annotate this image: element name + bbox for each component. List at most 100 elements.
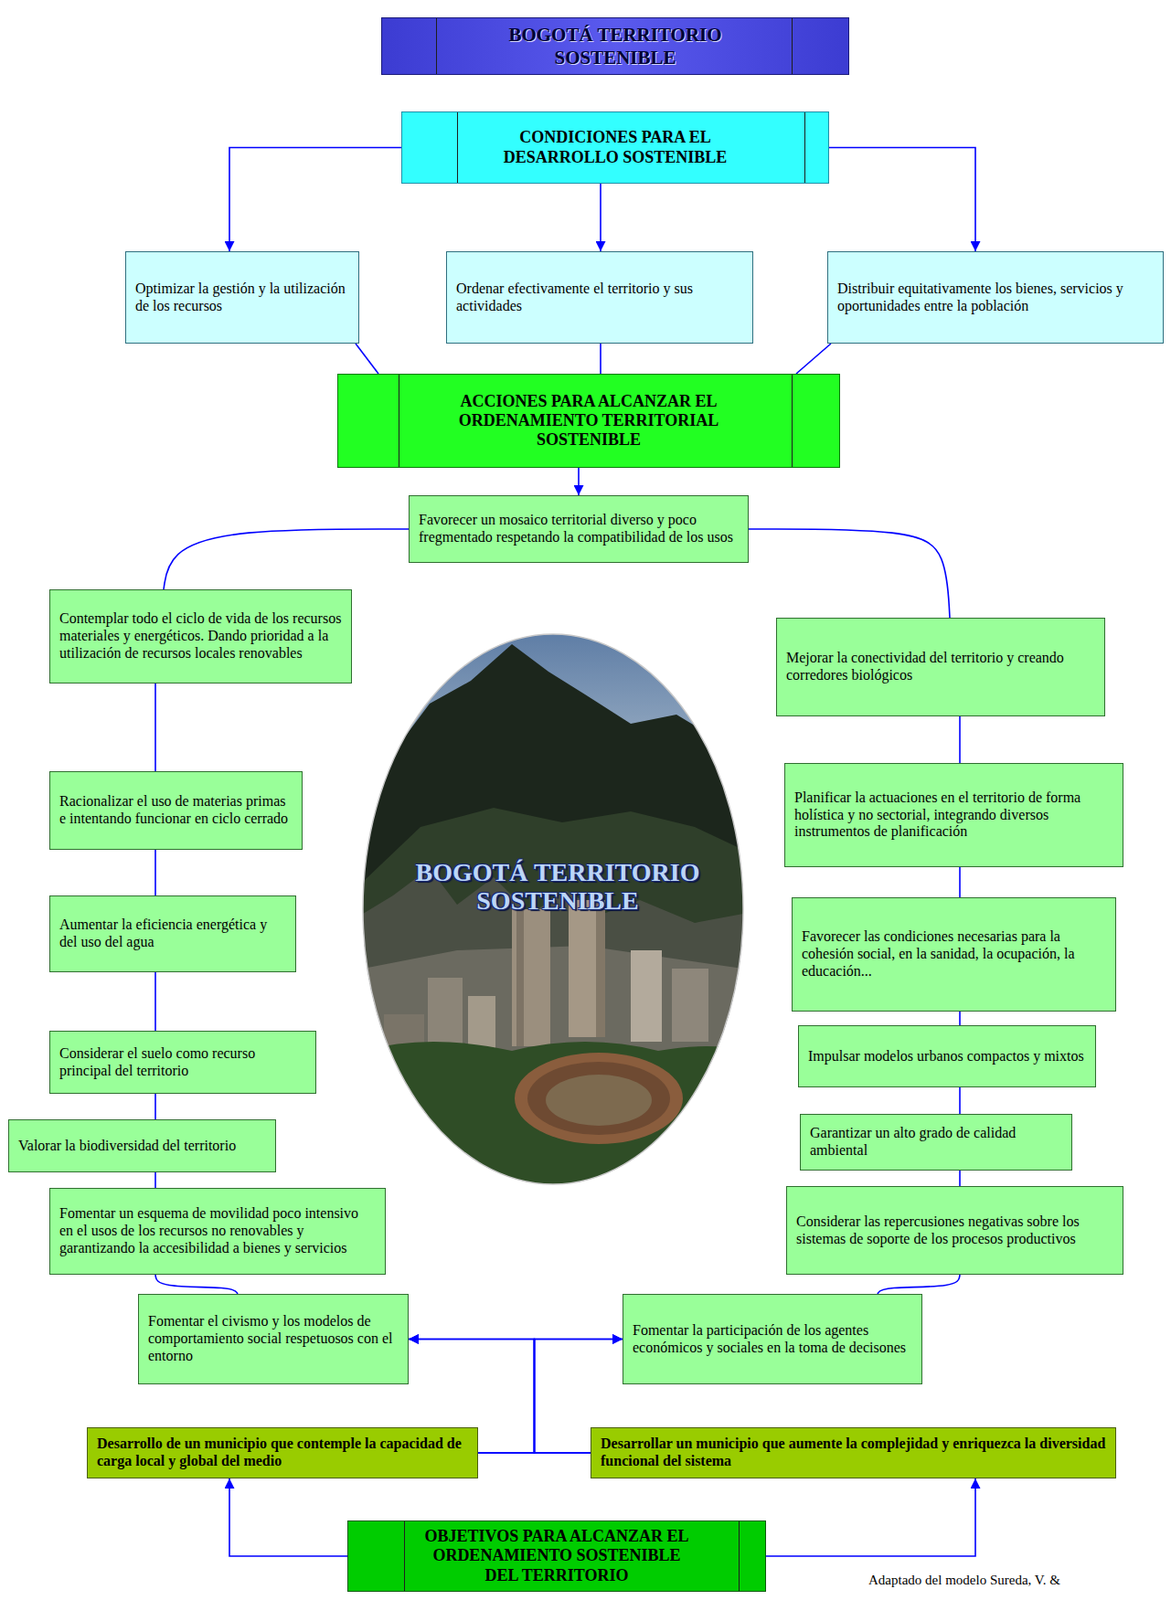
connector	[154, 1172, 157, 1189]
action-box: Impulsar modelos urbanos compactos y mix…	[798, 1025, 1097, 1088]
box-text: Fomentar la participación de los agentes…	[632, 1322, 913, 1358]
connector	[599, 343, 602, 374]
header-rule	[804, 112, 806, 183]
action-box: Considerar el suelo como recurso princip…	[49, 1031, 317, 1095]
box-text: Impulsar modelos urbanos compactos y mix…	[808, 1048, 1086, 1066]
box-text: Ordenar efectivamente el territorio y su…	[456, 280, 744, 316]
connector	[829, 148, 976, 253]
box-text: Considerar el suelo como recurso princip…	[59, 1045, 307, 1081]
source-note: Adaptado del modelo Sureda, V. &	[868, 1573, 1161, 1590]
connector	[577, 468, 580, 496]
label-text: Adaptado del modelo Sureda, V. &	[868, 1573, 1161, 1590]
action-box: Garantizar un alto grado de calidad ambi…	[799, 1114, 1073, 1171]
header-rule	[398, 374, 400, 468]
connector	[163, 529, 409, 590]
action-box: Valorar la biodiversidad del territorio	[8, 1119, 277, 1173]
action-box: Mejorar la conectividad del territorio y…	[776, 617, 1106, 717]
hill-houses	[362, 868, 744, 1185]
connector	[877, 1275, 960, 1295]
action-header: ACCIONES PARA ALCANZAR EL ORDENAMIENTO T…	[337, 373, 841, 469]
box-text: Racionalizar el uso de materias primas e…	[59, 793, 293, 829]
connector	[229, 1479, 348, 1557]
label-text: BOGOTÁ TERRITORIO SOSTENIBLE	[406, 859, 709, 916]
condition-box: Ordenar efectivamente el territorio y su…	[446, 251, 754, 344]
photo-scene	[362, 634, 744, 1185]
connector	[958, 1171, 961, 1187]
connector	[154, 1094, 157, 1120]
action-box: Favorecer un mosaico territorial diverso…	[408, 495, 749, 564]
action-box: Racionalizar el uso de materias primas e…	[49, 771, 303, 851]
box-text: Distribuir equitativamente los bienes, s…	[837, 280, 1154, 316]
box-text: Favorecer un mosaico territorial diverso…	[418, 511, 739, 547]
photo-frame	[362, 634, 744, 1185]
box-text: Favorecer las condiciones necesarias par…	[801, 928, 1107, 981]
condition-box: Distribuir equitativamente los bienes, s…	[827, 251, 1164, 344]
box-text: Planificar la actuaciones en el territor…	[794, 789, 1114, 842]
box-text: Mejorar la conectividad del territorio y…	[786, 649, 1096, 685]
connector	[958, 1011, 961, 1026]
connector	[748, 529, 950, 618]
bullring-stands	[527, 1062, 671, 1136]
connector	[958, 716, 961, 764]
action-box: Favorecer las condiciones necesarias par…	[791, 897, 1117, 1012]
box-text: Garantizar un alto grado de calidad ambi…	[809, 1125, 1063, 1161]
hillside	[362, 808, 744, 1185]
header-rule	[404, 1522, 405, 1592]
box-text: Desarrollar un municipio que aumente la …	[600, 1436, 1107, 1471]
action-box: Contemplar todo el ciclo de vida de los …	[49, 589, 352, 684]
connector	[766, 1479, 976, 1557]
connector	[155, 1275, 238, 1295]
header-rule	[791, 18, 793, 75]
condition-header: CONDICIONES PARA EL DESARROLLO SOSTENIBL…	[401, 111, 830, 184]
connector	[154, 972, 157, 1032]
building	[630, 950, 662, 1043]
box-text: Considerar las repercusiones negativas s…	[796, 1213, 1114, 1249]
connector	[599, 183, 602, 252]
header-rule	[457, 112, 458, 183]
condition-box: Optimizar la gestión y la utilización de…	[125, 251, 360, 344]
action-box: Fomentar un esquema de movilidad poco in…	[49, 1188, 386, 1276]
objective-box: Desarrollar un municipio que aumente la …	[590, 1427, 1117, 1480]
connector	[958, 1087, 961, 1115]
tower	[568, 900, 606, 1038]
objective-header: OBJETIVOS PARA ALCANZAR EL ORDENAMIENTO …	[347, 1521, 767, 1593]
connector	[355, 343, 379, 374]
box-text: Contemplar todo el ciclo de vida de los …	[59, 610, 342, 663]
tower	[511, 909, 551, 1047]
title-box: BOGOTÁ TERRITORIO SOSTENIBLE	[381, 17, 850, 75]
connector	[796, 343, 831, 374]
trees	[362, 1042, 744, 1185]
building	[671, 968, 709, 1043]
box-text: Desarrollo de un municipio que contemple…	[96, 1436, 469, 1471]
bullring	[514, 1053, 683, 1145]
box-text: CONDICIONES PARA EL DESARROLLO SOSTENIBL…	[493, 127, 737, 167]
action-box: Fomentar el civismo y los modelos de com…	[138, 1294, 409, 1385]
objective-box: Desarrollo de un municipio que contemple…	[86, 1427, 479, 1480]
header-rule	[436, 18, 437, 75]
sky	[362, 634, 744, 1185]
box-text: Valorar la biodiversidad del territorio	[18, 1138, 267, 1156]
bullring-arena	[545, 1075, 652, 1127]
connector	[229, 148, 402, 253]
box-text: Fomentar un esquema de movilidad poco in…	[59, 1205, 376, 1258]
action-box: Considerar las repercusiones negativas s…	[786, 1186, 1124, 1276]
box-text: Fomentar el civismo y los modelos de com…	[148, 1313, 399, 1366]
header-rule	[738, 1522, 740, 1592]
action-box: Planificar la actuaciones en el territor…	[784, 763, 1124, 868]
box-text: OBJETIVOS PARA ALCANZAR EL ORDENAMIENTO …	[421, 1527, 692, 1586]
box-text: Aumentar la eficiencia energética y del …	[59, 916, 287, 952]
connector	[154, 850, 157, 896]
mountain	[362, 644, 744, 1185]
photo-overlay-title: BOGOTÁ TERRITORIO SOSTENIBLE	[406, 859, 709, 916]
box-text: ACCIONES PARA ALCANZAR EL ORDENAMIENTO T…	[438, 392, 739, 450]
header-rule	[791, 374, 793, 468]
tower-shade	[516, 909, 524, 1047]
tower-shade	[596, 900, 606, 1038]
action-box: Fomentar la participación de los agentes…	[622, 1294, 923, 1385]
box-text: Optimizar la gestión y la utilización de…	[135, 280, 350, 316]
box-text: BOGOTÁ TERRITORIO SOSTENIBLE	[484, 23, 746, 69]
action-box: Aumentar la eficiencia energética y del …	[49, 895, 297, 973]
connector	[958, 867, 961, 898]
connector	[154, 683, 157, 772]
